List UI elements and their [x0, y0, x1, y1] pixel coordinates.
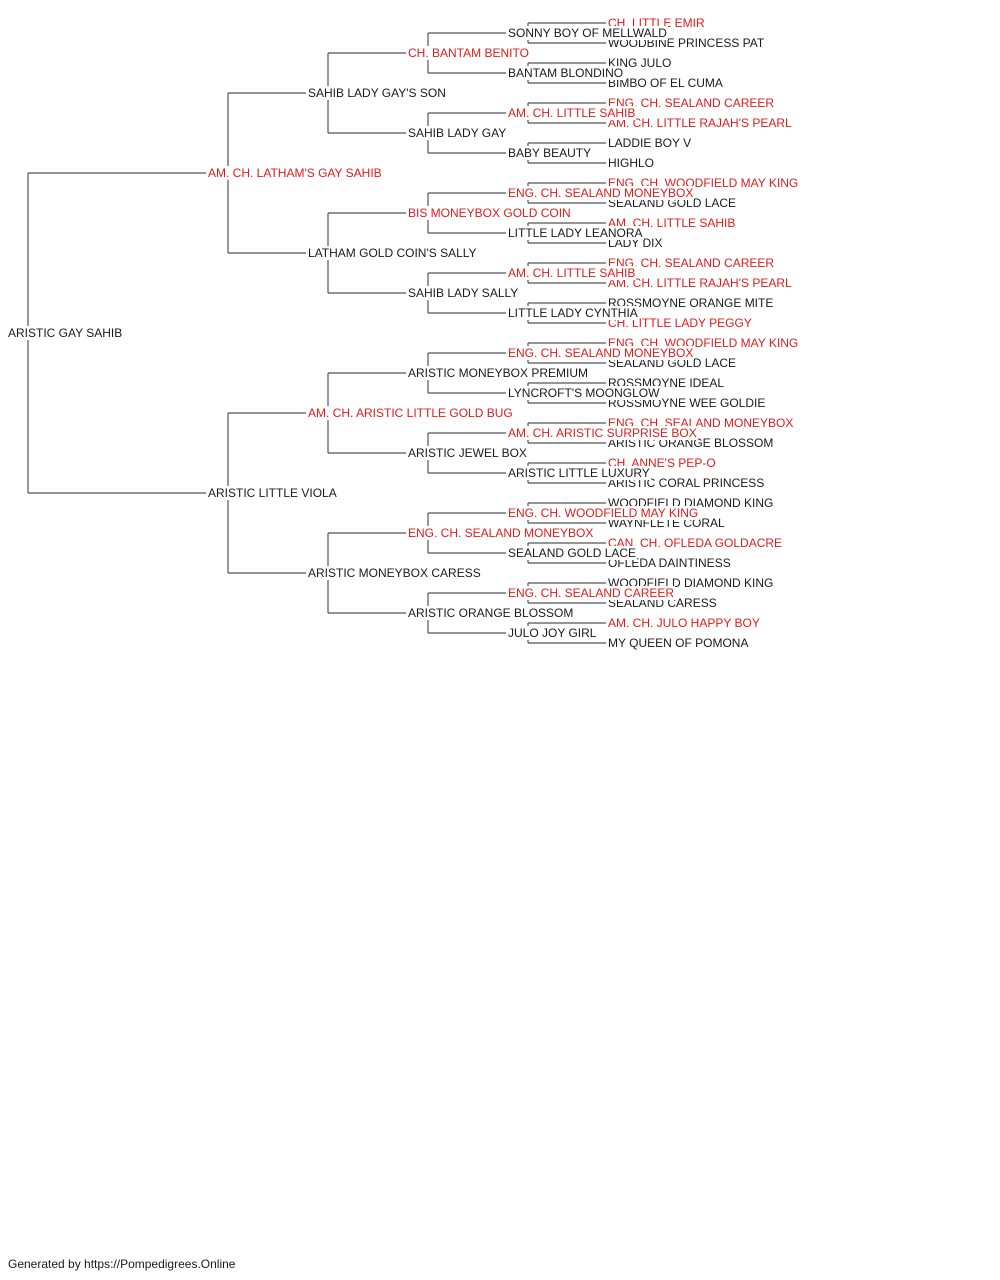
dog-name-gen-4: ARISTIC LITTLE LUXURY [507, 466, 651, 480]
dog-name-gen-4: ENG. CH. WOODFIELD MAY KING [507, 506, 700, 520]
dog-name-gen-5: ROSSMOYNE ORANGE MITE [607, 296, 775, 310]
dog-name-gen-3: ENG. CH. SEALAND MONEYBOX [407, 526, 595, 540]
dog-name-gen-1: ARISTIC LITTLE VIOLA [207, 486, 338, 500]
dog-name-gen-2: ARISTIC MONEYBOX CARESS [307, 566, 482, 580]
dog-name-gen-2: LATHAM GOLD COIN'S SALLY [307, 246, 478, 260]
dog-name-gen-5: ENG. CH. SEALAND CAREER [607, 256, 776, 270]
dog-name-gen-4: ENG. CH. SEALAND MONEYBOX [507, 346, 695, 360]
dog-name-gen-5: CAN. CH. OFLEDA GOLDACRE [607, 536, 784, 550]
dog-name-gen-5: OFLEDA DAINTINESS [607, 556, 732, 570]
dog-name-gen-4: AM. CH. ARISTIC SURPRISE BOX [507, 426, 698, 440]
dog-name-gen-5: AM. CH. LITTLE RAJAH'S PEARL [607, 116, 793, 130]
dog-name-gen-4: ENG. CH. SEALAND CAREER [507, 586, 676, 600]
dog-name-gen-4: ENG. CH. SEALAND MONEYBOX [507, 186, 695, 200]
dog-name-gen-1: AM. CH. LATHAM'S GAY SAHIB [207, 166, 383, 180]
dog-name-gen-5: AM. CH. JULO HAPPY BOY [607, 616, 761, 630]
dog-name-gen-5: LADDIE BOY V [607, 136, 693, 150]
dog-name-gen-5: CH. LITTLE LADY PEGGY [607, 316, 753, 330]
dog-name-gen-3: BIS MONEYBOX GOLD COIN [407, 206, 572, 220]
dog-name-gen-3: CH. BANTAM BENITO [407, 46, 530, 60]
dog-name-gen-4: LITTLE LADY CYNTHIA [507, 306, 639, 320]
dog-name-gen-4: SEALAND GOLD LACE [507, 546, 638, 560]
dog-name-gen-4: BANTAM BLONDINO [507, 66, 625, 80]
dog-name-gen-5: HIGHLO [607, 156, 656, 170]
dog-name-gen-0: ARISTIC GAY SAHIB [7, 326, 124, 340]
dog-name-gen-4: JULO JOY GIRL [507, 626, 598, 640]
dog-name-gen-5: ENG. CH. SEALAND CAREER [607, 96, 776, 110]
dog-name-gen-4: BABY BEAUTY [507, 146, 593, 160]
dog-name-gen-4: LYNCROFT'S MOONGLOW [507, 386, 661, 400]
dog-name-gen-4: AM. CH. LITTLE SAHIB [507, 266, 637, 280]
dog-name-gen-3: ARISTIC JEWEL BOX [407, 446, 528, 460]
dog-name-gen-4: AM. CH. LITTLE SAHIB [507, 106, 637, 120]
footer-credit: Generated by https://Pompedigrees.Online [8, 1257, 236, 1271]
dog-name-gen-2: AM. CH. ARISTIC LITTLE GOLD BUG [307, 406, 514, 420]
dog-name-gen-4: LITTLE LADY LEANORA [507, 226, 644, 240]
dog-name-gen-5: AM. CH. LITTLE RAJAH'S PEARL [607, 276, 793, 290]
dog-name-gen-3: ARISTIC ORANGE BLOSSOM [407, 606, 575, 620]
dog-name-gen-3: SAHIB LADY GAY [407, 126, 508, 140]
dog-name-gen-5: BIMBO OF EL CUMA [607, 76, 724, 90]
dog-name-gen-2: SAHIB LADY GAY'S SON [307, 86, 447, 100]
dog-name-gen-3: ARISTIC MONEYBOX PREMIUM [407, 366, 590, 380]
dog-name-gen-3: SAHIB LADY SALLY [407, 286, 520, 300]
dog-name-gen-4: SONNY BOY OF MELLWALD [507, 26, 668, 40]
dog-name-gen-5: MY QUEEN OF POMONA [607, 636, 750, 650]
